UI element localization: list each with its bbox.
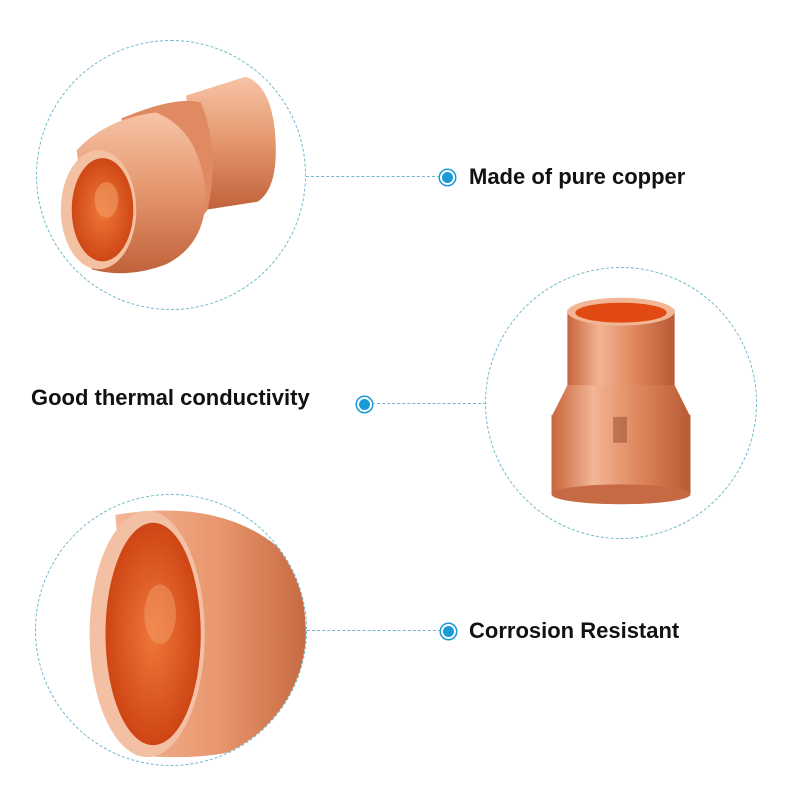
connector-line-2 [372,403,486,404]
callout-dot-icon [440,170,455,185]
copper-fitting-closeup-image [89,510,306,758]
copper-reducer-upright-image [551,297,691,505]
connector-line-1 [306,176,440,177]
detail-circle-corrosion [35,494,307,766]
feature-label-thermal: Good thermal conductivity [31,385,310,410]
callout-dot-icon [357,397,372,412]
feature-label-corrosion: Corrosion Resistant [469,618,680,643]
detail-circle-pure-copper [36,40,306,310]
callout-dot-icon [441,624,456,639]
feature-label-pure-copper: Made of pure copper [469,164,686,189]
copper-reducer-angled-image [60,76,276,274]
connector-line-3 [307,630,441,631]
detail-circle-thermal [485,267,757,539]
